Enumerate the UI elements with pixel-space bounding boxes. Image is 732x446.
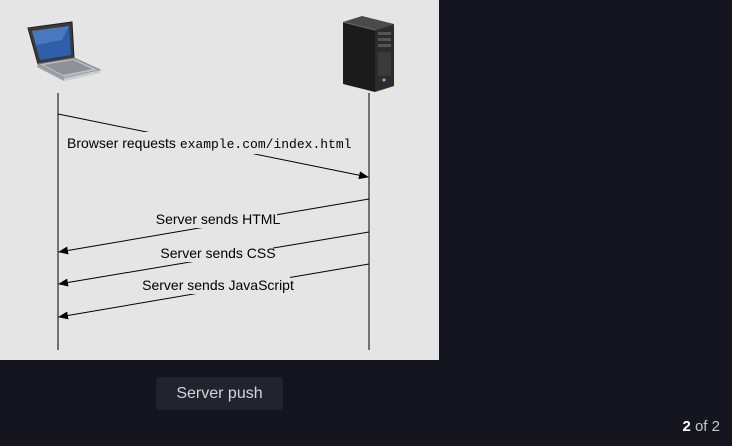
server-tower-icon: [342, 16, 394, 92]
request-label-url: example.com/index.html: [180, 137, 352, 152]
sequence-diagram: Browser requests example.com/index.html …: [0, 0, 439, 360]
js-response-label: Server sends JavaScript: [142, 277, 294, 293]
page-counter: 2 of 2: [682, 418, 720, 435]
html-response-label: Server sends HTML: [156, 211, 281, 227]
page-counter-separator: of: [690, 418, 712, 435]
page-counter-current: 2: [682, 418, 691, 435]
request-label-text: Browser requests: [67, 135, 180, 151]
css-response-label: Server sends CSS: [160, 245, 275, 261]
page-counter-total: 2: [711, 418, 720, 435]
image-caption: Server push: [156, 377, 283, 410]
request-label: Browser requests example.com/index.html: [67, 135, 352, 152]
laptop-icon: [27, 21, 102, 81]
